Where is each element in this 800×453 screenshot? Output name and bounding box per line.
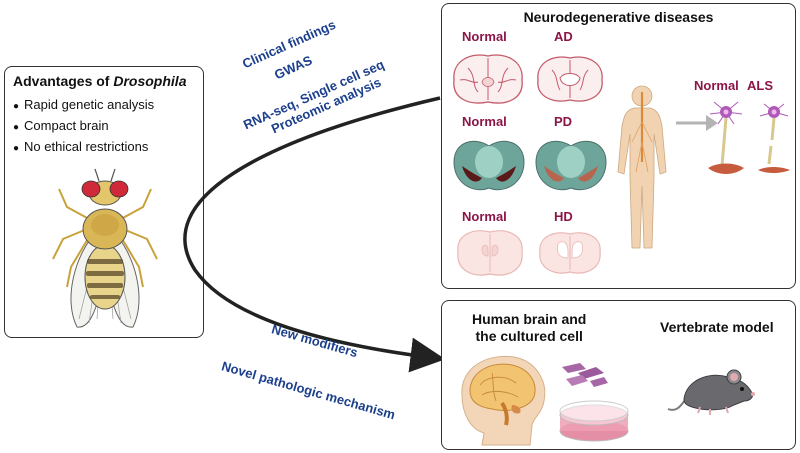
vertebrate-model-title: Vertebrate model [660, 319, 774, 335]
human-title-line2: the cultured cell [475, 328, 583, 344]
als-motor-neuron-icon [758, 103, 790, 173]
petri-dish-icon [559, 400, 629, 442]
human-title-line1: Human brain and [472, 311, 587, 327]
model-panel: Human brain and the cultured cell Verteb… [441, 300, 796, 450]
label-als: ALS [747, 78, 773, 93]
advantage-item: No ethical restrictions [13, 137, 154, 158]
normal-midbrain-icon [453, 140, 525, 191]
advantages-list: Rapid genetic analysis Compact brain No … [13, 95, 154, 158]
neuro-panel-title: Neurodegenerative diseases [523, 9, 714, 25]
advantages-title-prefix: Advantages of [13, 73, 114, 89]
advantage-item: Rapid genetic analysis [13, 95, 154, 116]
advantages-title: Advantages of Drosophila [13, 73, 186, 89]
hd-coronal-brain-icon [539, 232, 601, 274]
label-als-normal: Normal [694, 78, 739, 93]
ad-brain-section-icon [537, 56, 603, 102]
normal-brain-section-icon [453, 54, 523, 104]
label-ad-normal: Normal [462, 29, 507, 44]
label-hd-normal: Normal [462, 209, 507, 224]
human-head-brain-icon [461, 355, 546, 446]
label-ad: AD [554, 29, 573, 44]
label-hd: HD [554, 209, 573, 224]
advantages-title-italic: Drosophila [113, 73, 187, 89]
human-model-title: Human brain and the cultured cell [472, 311, 586, 345]
normal-coronal-brain-icon [457, 230, 523, 276]
pd-midbrain-icon [535, 140, 607, 191]
label-pd-normal: Normal [462, 114, 507, 129]
advantages-panel: Advantages of Drosophila Rapid genetic a… [4, 66, 204, 338]
cultured-cells-icon [562, 363, 608, 387]
gray-arrow-icon [676, 115, 718, 131]
drosophila-illustration [52, 168, 158, 328]
human-body-icon [617, 85, 667, 249]
label-pd: PD [554, 114, 573, 129]
neurodegenerative-panel: Neurodegenerative diseases Normal AD Nor… [441, 3, 796, 289]
advantage-item: Compact brain [13, 116, 154, 137]
mouse-icon [667, 369, 755, 415]
normal-motor-neuron-icon [708, 101, 744, 174]
